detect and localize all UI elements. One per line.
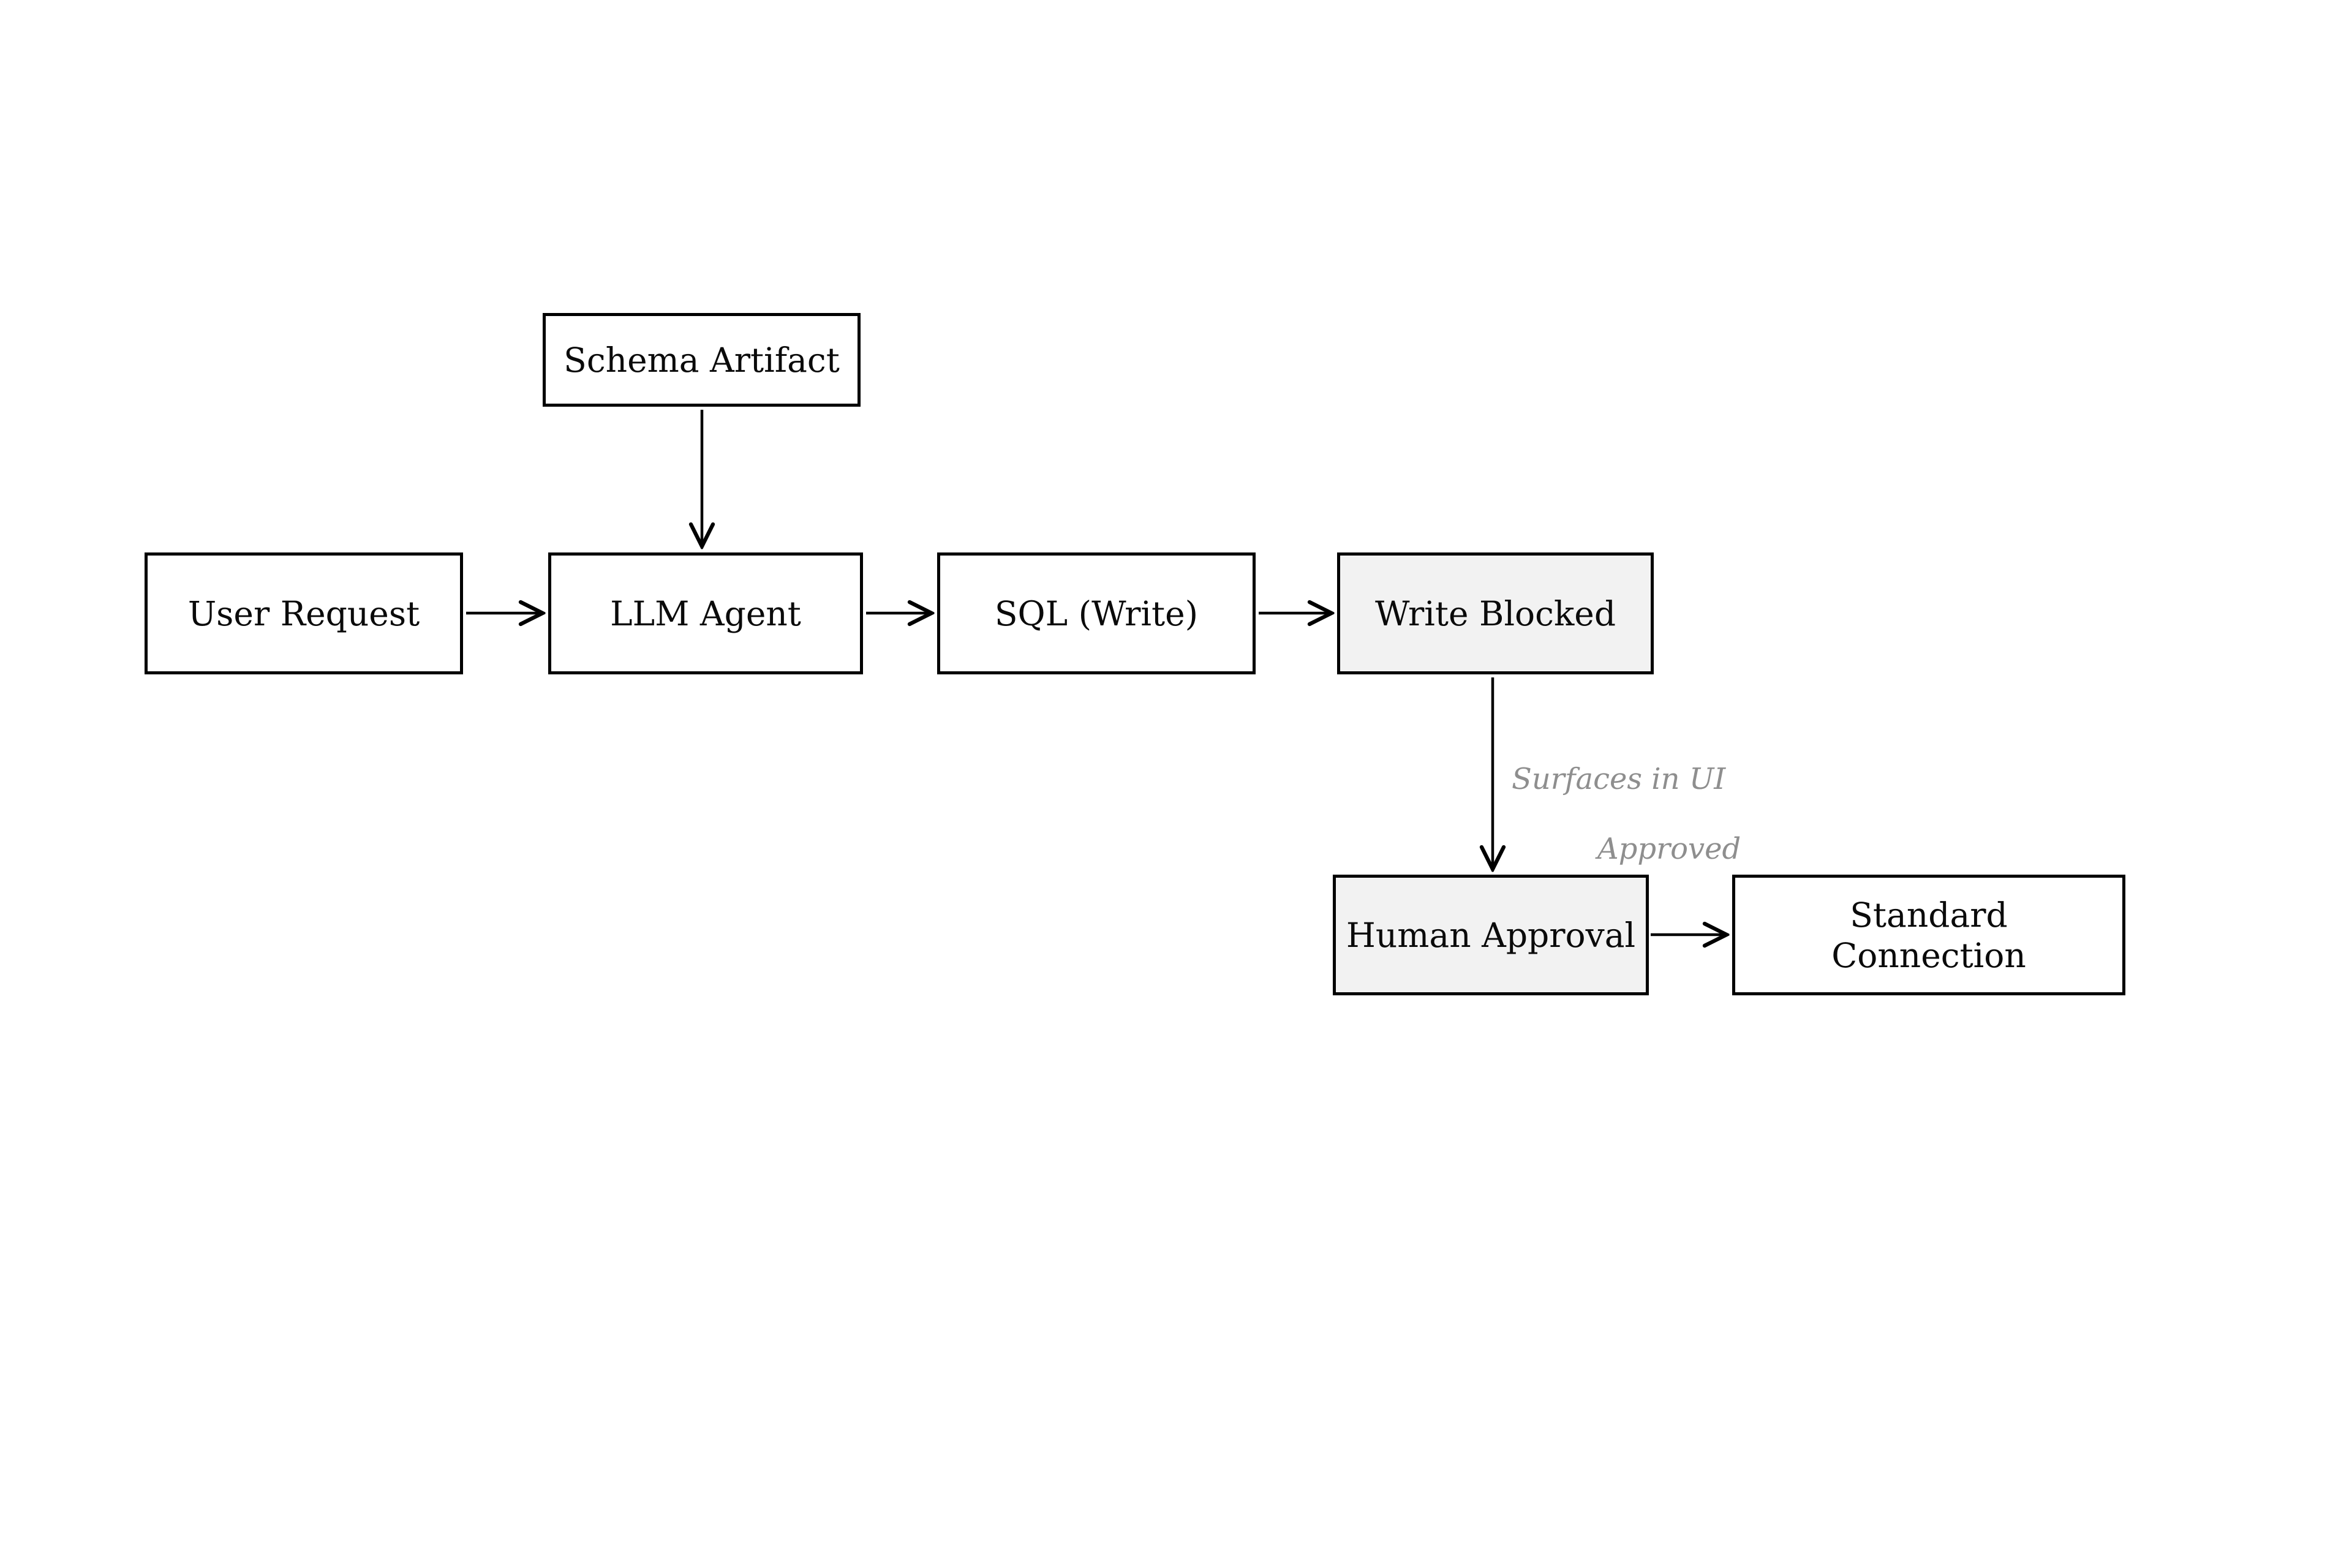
node-write-blocked-label: Write Blocked <box>1374 594 1616 633</box>
node-schema-artifact-label: Schema Artifact <box>564 340 840 380</box>
node-user-request: User Request <box>145 552 463 674</box>
node-sql-write-label: SQL (Write) <box>994 594 1199 633</box>
node-llm-agent-label: LLM Agent <box>610 594 801 633</box>
node-user-request-label: User Request <box>187 594 420 633</box>
edge-label-surfaces-in-ui: Surfaces in UI <box>1512 762 1726 796</box>
edge-label-approved: Approved <box>1597 832 1741 866</box>
node-sql-write: SQL (Write) <box>937 552 1256 674</box>
node-human-approval-label: Human Approval <box>1346 915 1636 955</box>
node-standard-connection-label: Standard Connection <box>1831 895 2026 975</box>
node-write-blocked: Write Blocked <box>1337 552 1654 674</box>
node-standard-connection: Standard Connection <box>1732 875 2125 995</box>
node-human-approval: Human Approval <box>1333 875 1649 995</box>
node-schema-artifact: Schema Artifact <box>543 313 861 407</box>
node-llm-agent: LLM Agent <box>548 552 863 674</box>
